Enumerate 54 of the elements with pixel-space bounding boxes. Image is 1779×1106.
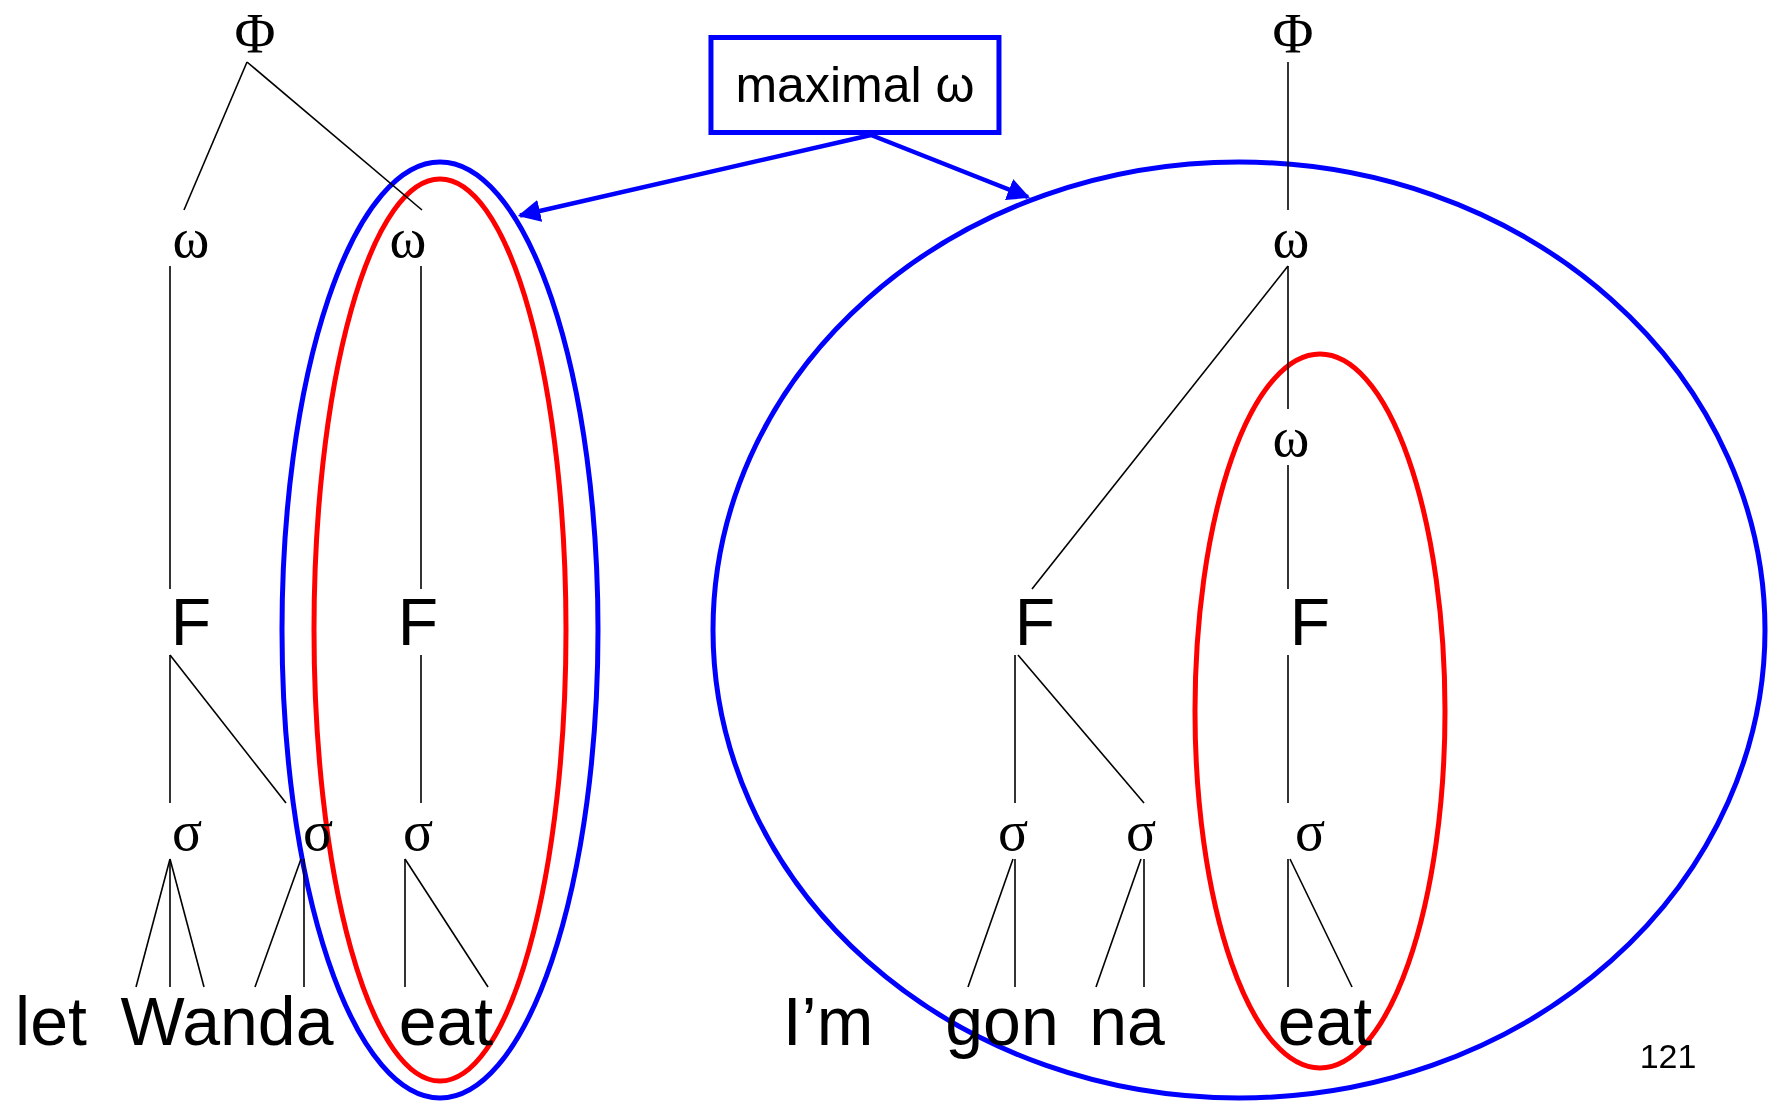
tree-node-label: ω (1272, 210, 1310, 266)
arrow (517, 132, 872, 222)
tree-node-label: σ (171, 803, 203, 859)
tree-branch (1031, 265, 1289, 590)
tree-node-label: σ (1125, 803, 1157, 859)
arrow (870, 132, 1030, 200)
tree-branch (404, 858, 489, 988)
tree-branch (420, 265, 422, 590)
tree-branch (1289, 858, 1353, 988)
highlight-ellipse (710, 159, 1768, 1101)
word-label: I’m (782, 987, 874, 1055)
tree-branch (420, 654, 422, 804)
tree-node-label: σ (1294, 803, 1326, 859)
tree-branch (169, 858, 171, 988)
tree-branch (1287, 654, 1289, 804)
tree-branch (1017, 654, 1145, 804)
word-label: F (397, 589, 439, 655)
tree-branch (303, 858, 305, 988)
tree-branch (1287, 464, 1289, 590)
tree-branch (254, 858, 302, 988)
tree-branch (404, 858, 406, 988)
tree-branch (1014, 654, 1016, 804)
tree-branch (183, 61, 248, 211)
tree-branch (246, 61, 423, 211)
page-number: 121 (1639, 1039, 1697, 1073)
word-label: F (1289, 589, 1331, 655)
word-label: Wanda (120, 987, 334, 1055)
tree-node-label: ω (389, 210, 427, 266)
tree-branch (169, 858, 205, 988)
word-label: eat (1277, 987, 1373, 1055)
tree-node-label: σ (997, 803, 1029, 859)
tree-branch (1287, 61, 1289, 211)
highlight-ellipse (1192, 351, 1448, 1071)
tree-node-label: ω (1272, 409, 1310, 465)
tree-branch (169, 265, 171, 590)
tree-branch (1287, 858, 1289, 988)
tree-branch (1014, 858, 1016, 988)
label-box: maximal ω (708, 35, 1002, 135)
tree-node-label: Φ (1272, 6, 1314, 62)
tree-branch (1143, 858, 1145, 988)
tree-node-label: ω (172, 210, 210, 266)
word-label: eat (398, 987, 494, 1055)
word-label: F (170, 589, 212, 655)
word-label: na (1089, 987, 1165, 1055)
tree-branch (169, 654, 287, 804)
tree-branch (169, 654, 171, 804)
tree-branch (135, 858, 171, 988)
word-label: let (15, 987, 87, 1055)
word-label: F (1014, 589, 1056, 655)
tree-node-label: Φ (234, 6, 276, 62)
tree-branch (967, 858, 1014, 988)
tree-node-label: σ (402, 803, 434, 859)
tree-branch (1287, 265, 1289, 410)
tree-branch (1095, 858, 1142, 988)
